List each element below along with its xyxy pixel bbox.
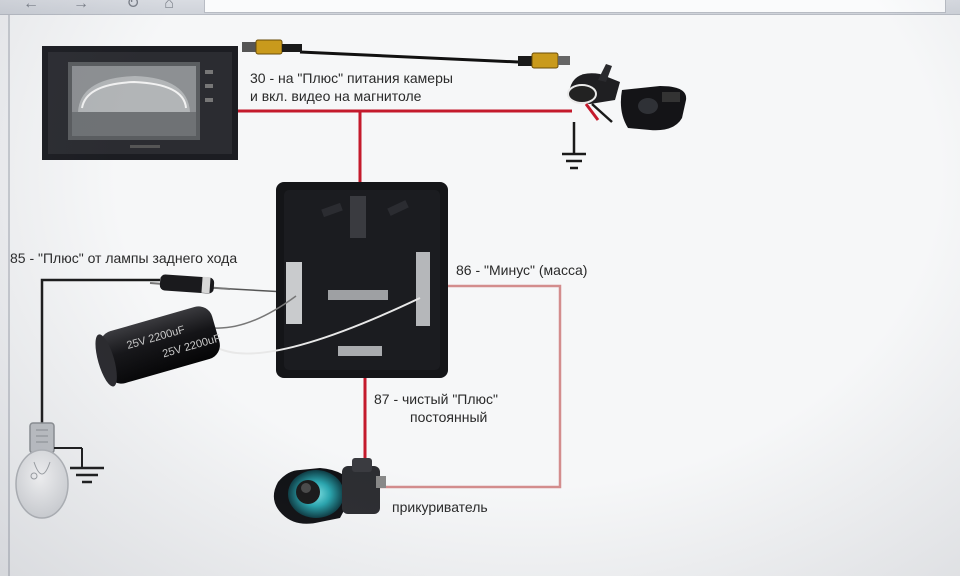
label-pin30-line2: и вкл. видео на магнитоле — [250, 88, 422, 104]
capacitor-lead-2 — [213, 297, 421, 355]
capacitor-icon: 25V 2200uF 25V 2200uF — [95, 306, 222, 387]
home-icon[interactable]: ⌂ — [164, 0, 174, 12]
rca-cable — [242, 39, 570, 69]
browser-toolbar: ← → ↻ ⌂ — [0, 0, 960, 15]
label-pin86: 86 - "Минус" (масса) — [456, 262, 588, 278]
wire-black-85 — [40, 278, 160, 425]
label-lighter: прикуриватель — [392, 499, 488, 515]
camera-icon — [567, 64, 687, 131]
monitor-icon — [42, 46, 238, 160]
label-pin87-line1: 87 - чистый "Плюс" — [374, 391, 498, 407]
address-bar[interactable] — [204, 0, 946, 13]
label-pin85: 85 - "Плюс" от лампы заднего хода — [10, 250, 238, 266]
relay-icon — [276, 182, 448, 378]
cigarette-lighter-icon — [273, 458, 386, 524]
forward-arrow-icon[interactable]: → — [73, 0, 89, 12]
ground-icon-bulb — [70, 466, 104, 484]
label-pin30-line1: 30 - на "Плюс" питания камеры — [250, 70, 453, 86]
back-arrow-icon[interactable]: ← — [23, 0, 39, 12]
ground-icon — [562, 122, 586, 170]
label-pin87-line2: постоянный — [410, 409, 488, 425]
capacitor-lead-1 — [213, 295, 297, 329]
wire-pink-86 — [380, 284, 562, 489]
reload-icon[interactable]: ↻ — [126, 0, 140, 12]
diode-icon — [149, 274, 231, 294]
wire-red-top — [237, 109, 572, 186]
lamp-bulb-icon — [15, 422, 83, 519]
